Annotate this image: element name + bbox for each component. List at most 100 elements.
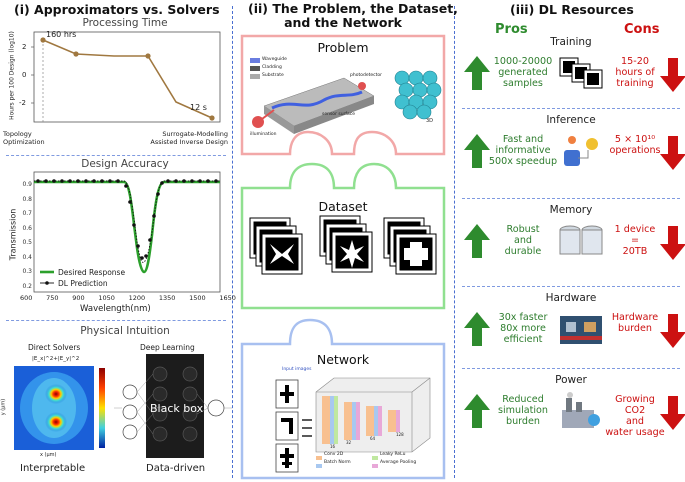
acc-ytick: 0.2 bbox=[22, 282, 32, 290]
pros-label: Pros bbox=[495, 22, 528, 37]
accuracy-yticks: 0.9 0.8 0.7 0.6 0.5 0.4 0.3 0.2 bbox=[18, 178, 32, 294]
puzzle-frame bbox=[240, 34, 446, 480]
database-icon bbox=[558, 222, 604, 266]
resource-title: Memory bbox=[549, 204, 593, 216]
acc-xtick: 900 bbox=[72, 294, 85, 302]
legend-avg-pooling: Average Pooling bbox=[380, 460, 417, 465]
acc-xtick: 1500 bbox=[189, 294, 206, 302]
con-text: 1 device = 20TB bbox=[614, 224, 656, 257]
up-arrow-icon bbox=[464, 56, 490, 94]
xlabel-right: Surrogate-Modelling Assisted Inverse Des… bbox=[150, 130, 228, 146]
acc-ytick: 0.7 bbox=[22, 210, 32, 217]
deep-learning-title: Deep Learning bbox=[140, 343, 195, 352]
legend-cladding: Cladding bbox=[262, 65, 282, 70]
start-label: 160 hrs bbox=[46, 30, 77, 39]
pro-text: 1000-20000 generated samples bbox=[493, 56, 553, 89]
layer-num-128: 128 bbox=[396, 432, 404, 437]
down-arrow-icon bbox=[660, 314, 685, 352]
accuracy-ylabel: Transmission bbox=[8, 208, 18, 261]
down-arrow-icon bbox=[660, 58, 685, 96]
ai-chip-icon bbox=[558, 132, 604, 176]
processing-title: Processing Time bbox=[82, 17, 168, 29]
acc-xtick: 600 bbox=[20, 294, 33, 302]
up-arrow-icon bbox=[464, 134, 490, 172]
problem-legend: Waveguide Cladding Substrate bbox=[262, 56, 287, 80]
up-arrow-icon bbox=[464, 394, 490, 432]
resource-title: Hardware bbox=[545, 292, 597, 304]
legend-desired: Desired Response bbox=[58, 268, 126, 277]
resource-row-hardware: Hardware 30x faster 80x more efficient Har… bbox=[458, 292, 685, 369]
neural-network-diagram bbox=[112, 352, 234, 460]
divider bbox=[6, 320, 226, 321]
acc-ytick: 0.9 bbox=[22, 181, 32, 188]
illumination-label: illumination bbox=[250, 132, 277, 137]
interpretable-caption: Interpretable bbox=[20, 463, 86, 474]
legend-substrate: Substrate bbox=[262, 73, 284, 78]
problem-title: Problem bbox=[317, 40, 369, 55]
acc-xtick: 1200 bbox=[128, 294, 146, 302]
problem-illustration bbox=[244, 56, 444, 152]
circuit-board-icon bbox=[558, 310, 604, 354]
legend-dl: DL Prediction bbox=[58, 279, 108, 288]
legend-waveguide: Waveguide bbox=[262, 57, 287, 62]
pro-text: Robust and durable bbox=[504, 224, 542, 257]
acc-ytick: 0.4 bbox=[22, 253, 32, 261]
processing-ylabel: Hours per 100 Design (log10) bbox=[8, 31, 16, 120]
x-axis-label: x (μm) bbox=[40, 452, 57, 458]
row-divider bbox=[462, 368, 680, 369]
network-title: Network bbox=[316, 352, 370, 367]
black-box-label: Black box bbox=[150, 402, 204, 415]
acc-xtick: 1050 bbox=[98, 294, 115, 302]
up-arrow-icon bbox=[464, 312, 490, 350]
acc-xtick: 750 bbox=[46, 294, 59, 302]
col2-header-line1: (ii) The Problem, the Dataset, bbox=[248, 1, 458, 16]
layer-num-64: 64 bbox=[370, 436, 376, 441]
col1-header: (i) Approximators vs. Solvers bbox=[14, 2, 220, 17]
col2-header: (ii) The Problem, the Dataset, and the N… bbox=[248, 1, 458, 30]
network-diagram bbox=[272, 372, 442, 476]
con-text: Growing CO2 and water usage bbox=[605, 394, 665, 438]
images-stack-icon bbox=[558, 54, 604, 98]
direct-solvers-title: Direct Solvers bbox=[28, 343, 81, 352]
up-arrow-icon bbox=[464, 224, 490, 262]
input-images-label: Input images bbox=[282, 367, 312, 372]
col2-header-line2: and the Network bbox=[284, 15, 402, 30]
pro-text: 30x faster 80x more efficient bbox=[498, 312, 548, 345]
pro-text: Fast and informative 500x speedup bbox=[488, 134, 558, 167]
xlabel-left: Topology Optimization bbox=[3, 130, 45, 146]
acc-xtick: 1350 bbox=[158, 294, 176, 302]
intuition-title: Physical Intuition bbox=[80, 325, 170, 337]
legend-batch-norm: Batch Norm bbox=[324, 460, 351, 465]
divider bbox=[6, 155, 226, 156]
data-driven-caption: Data-driven bbox=[146, 463, 206, 474]
ytick-2: 2 bbox=[22, 43, 27, 51]
down-arrow-icon bbox=[660, 396, 685, 434]
down-arrow-icon bbox=[660, 226, 685, 264]
y-axis-label: y (μm) bbox=[0, 398, 7, 416]
row-divider bbox=[462, 198, 680, 199]
pro-text: Reduced simulation burden bbox=[497, 394, 548, 427]
col3-header: (iii) DL Resources bbox=[510, 2, 634, 17]
acc-ytick: 0.3 bbox=[22, 268, 32, 275]
column-divider-right bbox=[454, 6, 455, 478]
acc-ytick: 0.5 bbox=[22, 239, 32, 246]
ytick-0: 0 bbox=[22, 71, 27, 79]
sensor-surface-label: sensor surface bbox=[322, 112, 355, 117]
acc-xtick: 1650 bbox=[219, 294, 236, 302]
layer-num-32: 32 bbox=[346, 440, 352, 445]
acc-ytick: 0.8 bbox=[22, 195, 32, 203]
dataset-images bbox=[244, 214, 444, 284]
resource-title: Power bbox=[555, 374, 587, 386]
end-label: 12 s bbox=[190, 103, 207, 112]
con-text: Hardware burden bbox=[611, 312, 659, 334]
accuracy-title: Design Accuracy bbox=[81, 158, 169, 170]
dataset-title: Dataset bbox=[318, 199, 368, 214]
acc-ytick: 0.6 bbox=[22, 224, 32, 232]
con-text: 5 × 10¹⁰ operations bbox=[609, 134, 661, 156]
field-formula: |E_x|^2+|E_y|^2 bbox=[32, 356, 80, 362]
down-arrow-icon bbox=[660, 136, 685, 174]
